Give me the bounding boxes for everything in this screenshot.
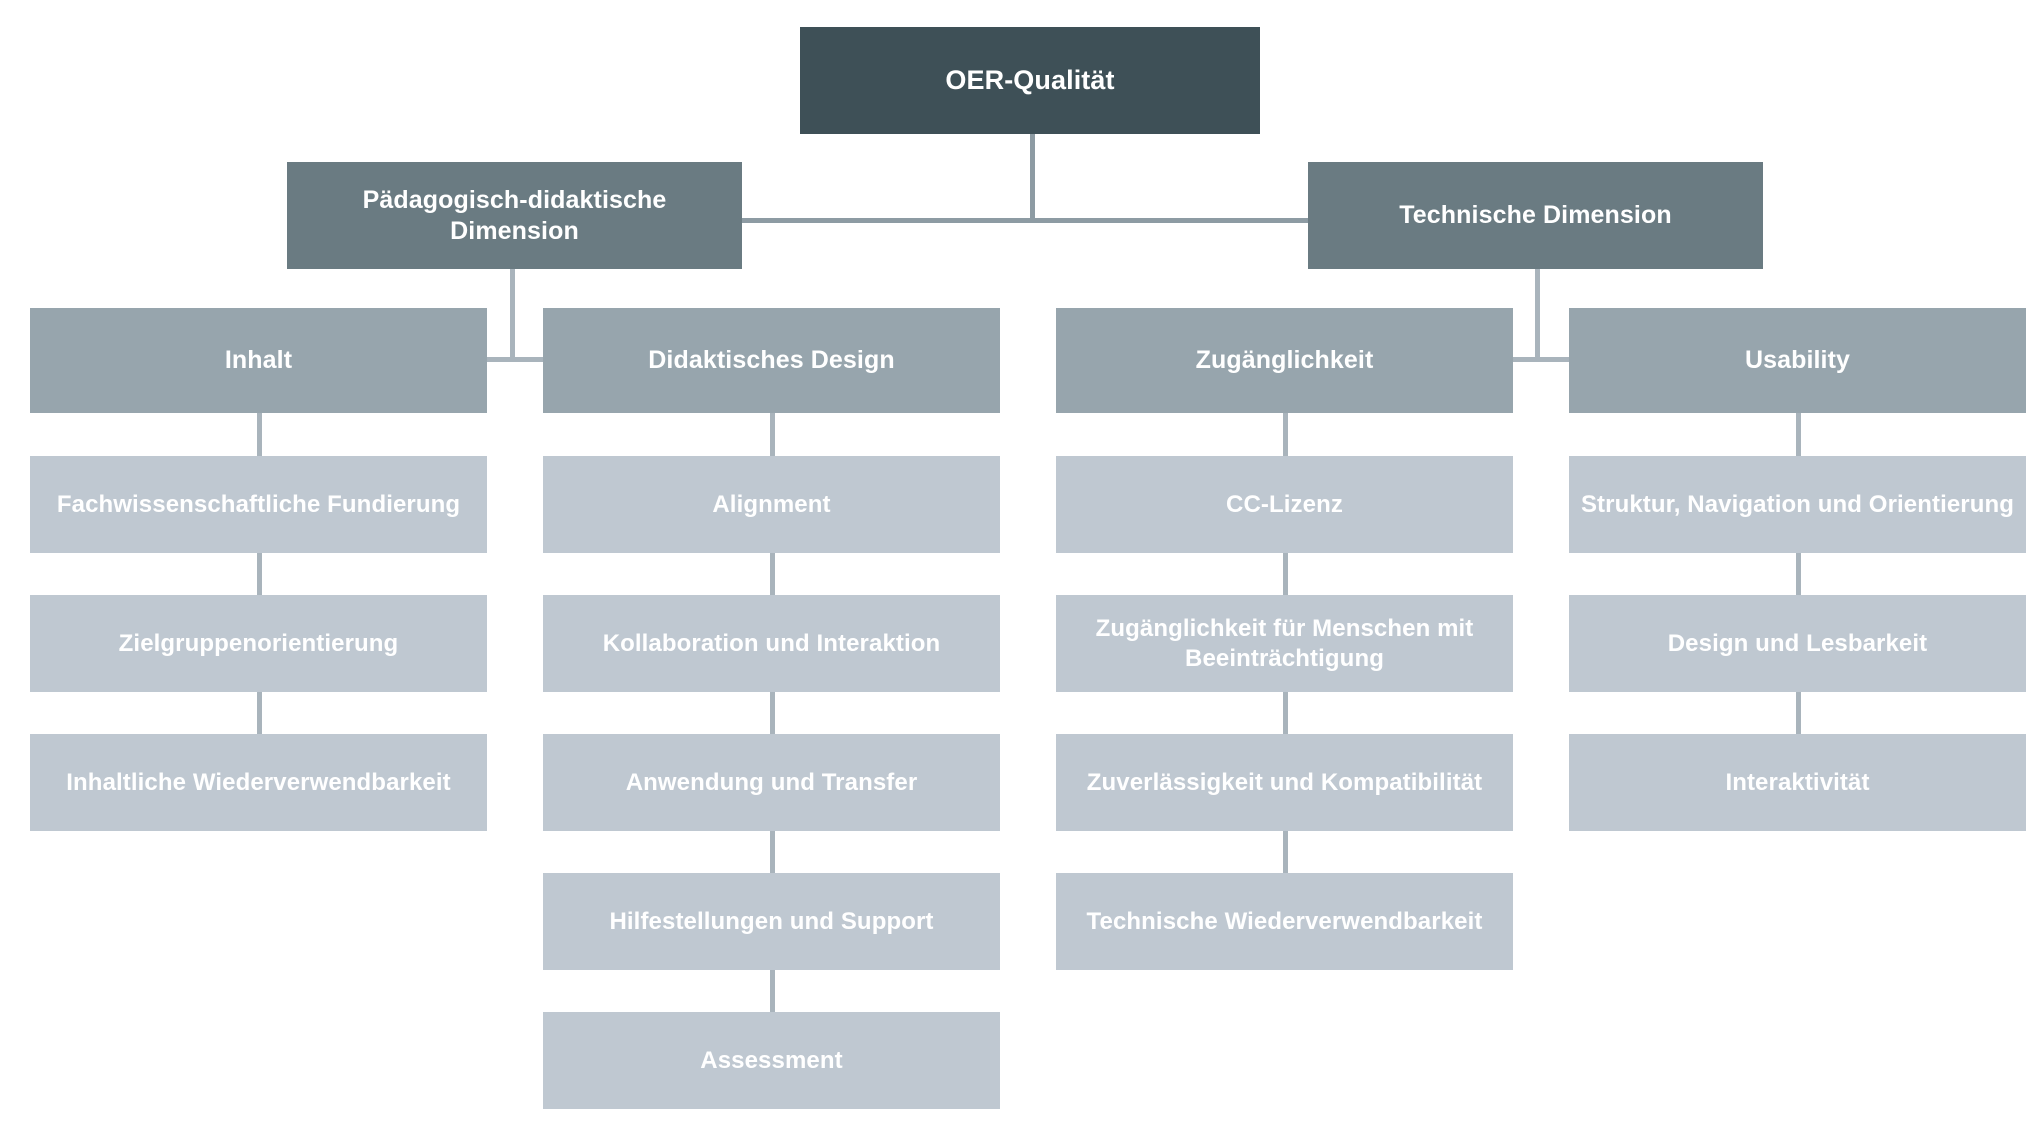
connector-didaktik-4 [770,829,775,874]
node-criterion-alignment[interactable]: Alignment [543,456,1000,553]
node-category-label: Zugänglichkeit [1195,346,1374,375]
node-criterion-label: Anwendung und Transfer [625,768,918,796]
connector-didaktik-1 [770,412,775,460]
connector-zugang-1 [1283,412,1288,460]
node-criterion-fachwissenschaftliche-fundierung[interactable]: Fachwissenschaftliche Fundierung [30,456,487,553]
node-category-label: Inhalt [224,346,293,375]
connector-usability-2 [1796,551,1801,596]
node-criterion-assessment[interactable]: Assessment [543,1012,1000,1109]
node-dimension-label: Pädagogisch-didaktische Dimension [362,186,667,245]
node-criterion-technische-wiederverwendbarkeit[interactable]: Technische Wiederverwendbarkeit [1056,873,1513,970]
node-category-label: Usability [1744,346,1851,375]
node-category-didaktisches-design[interactable]: Didaktisches Design [543,308,1000,413]
node-dimension-label: Technische Dimension [1399,201,1672,230]
node-dimension-paedagogisch-didaktisch[interactable]: Pädagogisch-didaktische Dimension [287,162,742,269]
node-criterion-label: Alignment [712,490,831,518]
connector-zugang-4 [1283,829,1288,874]
node-criterion-zielgruppenorientierung[interactable]: Zielgruppenorientierung [30,595,487,692]
node-criterion-label: Kollaboration und Interaktion [602,629,941,657]
connector-technical-stem [1535,268,1540,360]
node-criterion-label: Interaktivität [1725,768,1870,796]
node-criterion-inhaltliche-wiederverwendbarkeit[interactable]: Inhaltliche Wiederverwendbarkeit [30,734,487,831]
connector-pedagogic-categories-bar [487,357,549,362]
connector-zugang-3 [1283,690,1288,735]
node-criterion-hilfestellungen-und-support[interactable]: Hilfestellungen und Support [543,873,1000,970]
node-category-usability[interactable]: Usability [1569,308,2026,413]
connector-zugang-2 [1283,551,1288,596]
node-criterion-design-und-lesbarkeit[interactable]: Design und Lesbarkeit [1569,595,2026,692]
node-criterion-label: Hilfestellungen und Support [609,907,934,935]
connector-inhalt-2 [257,551,262,596]
node-criterion-struktur-navigation-orientierung[interactable]: Struktur, Navigation und Orientierung [1569,456,2026,553]
connector-didaktik-3 [770,690,775,735]
node-criterion-label: CC-Lizenz [1226,490,1343,518]
node-criterion-cc-lizenz[interactable]: CC-Lizenz [1056,456,1513,553]
connector-dimensions-bar [740,218,1310,223]
node-criterion-label: Zielgruppenorientierung [118,629,399,657]
node-criterion-label: Assessment [700,1046,843,1074]
node-criterion-label: Inhaltliche Wiederverwendbarkeit [66,768,451,796]
connector-root-stem [1030,133,1035,218]
node-criterion-zuverlaessigkeit-und-kompatibilitaet[interactable]: Zuverlässigkeit und Kompatibilität [1056,734,1513,831]
node-root-label: OER-Qualität [945,65,1115,96]
node-criterion-kollaboration-und-interaktion[interactable]: Kollaboration und Interaktion [543,595,1000,692]
node-category-zugaenglichkeit[interactable]: Zugänglichkeit [1056,308,1513,413]
node-criterion-label: Struktur, Navigation und Orientierung [1580,490,2015,518]
connector-inhalt-1 [257,412,262,460]
connector-pedagogic-stem [510,268,515,360]
node-criterion-label: Fachwissenschaftliche Fundierung [56,490,461,518]
connector-didaktik-5 [770,968,775,1013]
node-criterion-label: Zuverlässigkeit und Kompatibilität [1086,768,1483,796]
node-criterion-interaktivitaet[interactable]: Interaktivität [1569,734,2026,831]
node-dimension-technisch[interactable]: Technische Dimension [1308,162,1763,269]
node-category-label: Didaktisches Design [648,346,895,375]
node-criterion-label: Zugänglichkeit für Menschen mit Beeinträ… [1095,615,1474,672]
node-root-oer-qualitaet[interactable]: OER-Qualität [800,27,1260,134]
node-criterion-label: Design und Lesbarkeit [1667,629,1928,657]
connector-usability-1 [1796,412,1801,460]
node-criterion-label: Technische Wiederverwendbarkeit [1086,907,1483,935]
node-criterion-zugaenglichkeit-beeintraechtigung[interactable]: Zugänglichkeit für Menschen mit Beeinträ… [1056,595,1513,692]
connector-usability-3 [1796,690,1801,735]
node-criterion-anwendung-und-transfer[interactable]: Anwendung und Transfer [543,734,1000,831]
connector-inhalt-3 [257,690,262,735]
node-category-inhalt[interactable]: Inhalt [30,308,487,413]
connector-didaktik-2 [770,551,775,596]
connector-technical-categories-bar [1512,357,1574,362]
